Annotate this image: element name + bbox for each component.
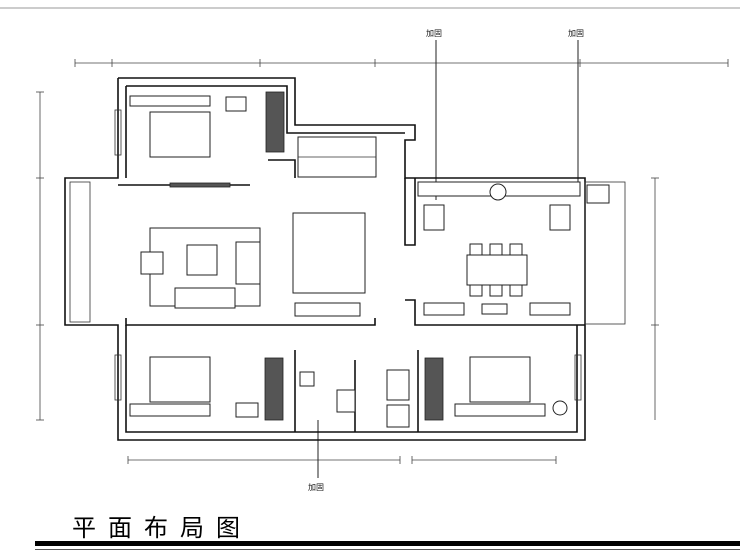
window-sill bbox=[169, 182, 231, 188]
window bbox=[114, 354, 122, 401]
reinforce-label-1: 加固 bbox=[426, 28, 442, 38]
nightstand-row bbox=[454, 403, 546, 417]
cabinet bbox=[423, 302, 465, 316]
reinforce-label-2: 加固 bbox=[568, 28, 584, 38]
wall-kitchen bbox=[404, 178, 416, 246]
armchair bbox=[140, 251, 164, 275]
desk bbox=[235, 402, 259, 418]
reinforce-label-3: 加固 bbox=[308, 482, 324, 492]
title-underline-thin bbox=[35, 549, 740, 550]
sofa bbox=[174, 287, 236, 309]
wardrobe bbox=[264, 357, 284, 421]
armchair bbox=[235, 241, 261, 285]
bed bbox=[149, 356, 211, 403]
inner-wall-line bbox=[126, 85, 405, 134]
wall-dining-bottom bbox=[405, 299, 585, 326]
chair bbox=[489, 243, 503, 256]
nightstand-row bbox=[129, 95, 211, 107]
wardrobe bbox=[424, 357, 444, 421]
title-underline-thick bbox=[35, 541, 740, 546]
stove bbox=[489, 183, 507, 201]
cabinet bbox=[481, 303, 508, 315]
shower bbox=[299, 371, 315, 387]
fridge bbox=[423, 204, 445, 231]
left-balcony bbox=[69, 181, 91, 323]
sink bbox=[549, 204, 571, 231]
toilet bbox=[336, 389, 356, 413]
bed bbox=[149, 111, 211, 158]
wall-living-bottom bbox=[125, 318, 376, 326]
nightstand-row bbox=[129, 403, 211, 417]
plant bbox=[552, 400, 568, 416]
chair bbox=[469, 284, 483, 297]
desk-chair bbox=[225, 96, 247, 112]
chair bbox=[509, 243, 523, 256]
inner-wall-bottom bbox=[125, 325, 578, 433]
chair bbox=[509, 284, 523, 297]
bottom-dimension-line bbox=[127, 456, 557, 464]
bathtub bbox=[386, 369, 410, 401]
washer bbox=[586, 184, 610, 204]
window bbox=[574, 354, 582, 401]
coffee-table bbox=[186, 244, 218, 276]
chair bbox=[469, 243, 483, 256]
window bbox=[114, 109, 122, 156]
tv-cabinet bbox=[294, 302, 361, 317]
wardrobe bbox=[265, 91, 285, 153]
left-dimension-line bbox=[36, 91, 44, 421]
bed bbox=[469, 356, 531, 403]
reinforce-marker-2: 加固 bbox=[568, 28, 584, 190]
carpet bbox=[292, 212, 366, 294]
right-dimension-line bbox=[651, 177, 659, 420]
right-balcony bbox=[584, 181, 626, 325]
reinforce-marker-3: 加固 bbox=[308, 420, 324, 492]
dining-table bbox=[466, 254, 528, 286]
page-title: 平面布局图 bbox=[72, 514, 252, 542]
outer-wall bbox=[64, 77, 586, 441]
washbasin bbox=[386, 404, 410, 428]
wall-bedroom1-door bbox=[268, 159, 296, 178]
reinforce-marker-1: 加固 bbox=[426, 28, 442, 200]
top-dimension-line bbox=[74, 59, 729, 67]
chair bbox=[489, 284, 503, 297]
cabinet bbox=[529, 302, 571, 316]
